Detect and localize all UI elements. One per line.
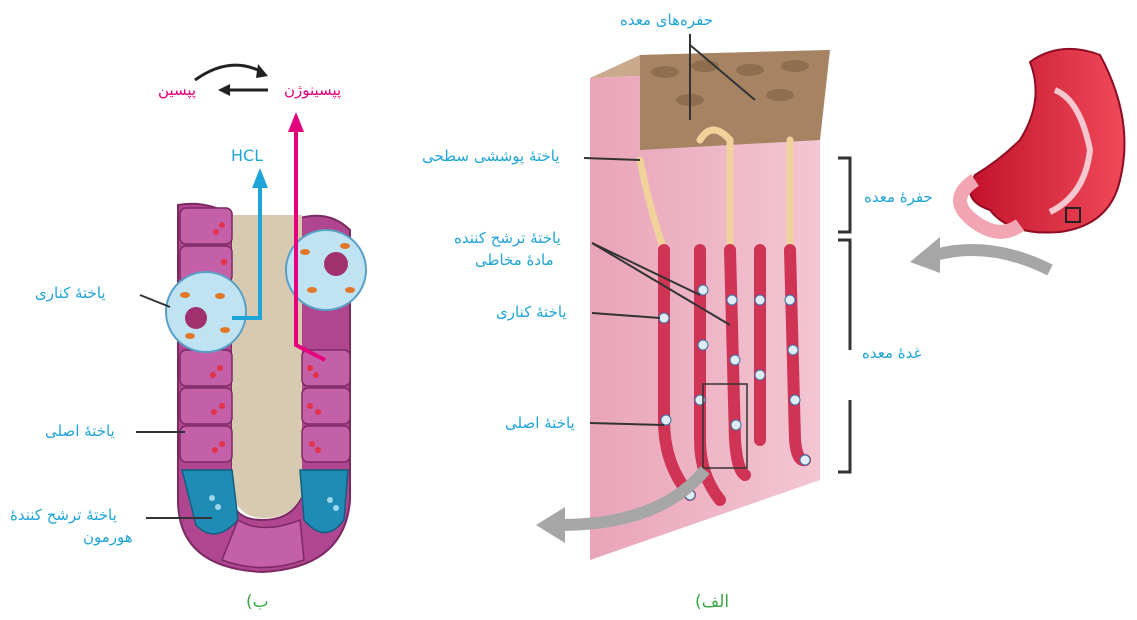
chief-cell-label-b: یاختهٔ اصلی: [45, 421, 115, 441]
gland-diagram-b: [136, 64, 366, 572]
parietal-cell-label-b: یاختهٔ کناری: [35, 283, 106, 303]
parietal-cell-label-alef: یاختهٔ کناری: [496, 302, 567, 322]
feedback-arrow: [195, 65, 262, 80]
chief-cell-label-alef: یاختهٔ اصلی: [505, 413, 575, 433]
mucus-cell-label-line2: مادهٔ مخاطی: [475, 250, 554, 270]
hormone-cell-label-line2: هورمون: [83, 527, 133, 547]
pepsin-label: پپسین: [158, 80, 196, 100]
panel-alef-caption: الف): [695, 592, 729, 612]
gastric-pits-label: حفره‌های معده: [620, 10, 713, 30]
panel-b-caption: ب): [246, 592, 269, 612]
hcl-label: HCL: [231, 146, 263, 166]
mucus-cell-label-line1: یاختهٔ ترشح کننده: [454, 228, 561, 248]
stomach-wall-diagram-alef: [536, 34, 850, 560]
stomach-arrow: [935, 250, 1050, 270]
hormone-cell-label-line1: یاختهٔ ترشح کنندهٔ: [10, 505, 117, 525]
gastric-gland-label: غدهٔ معده: [862, 343, 921, 363]
gastric-pit-label: حفرهٔ معده: [864, 187, 933, 207]
stomach-illustration: [910, 49, 1125, 273]
surface-cell-label: یاختهٔ پوششی سطحی: [422, 146, 560, 166]
pepsinogen-label: پپسینوژن: [284, 80, 341, 100]
